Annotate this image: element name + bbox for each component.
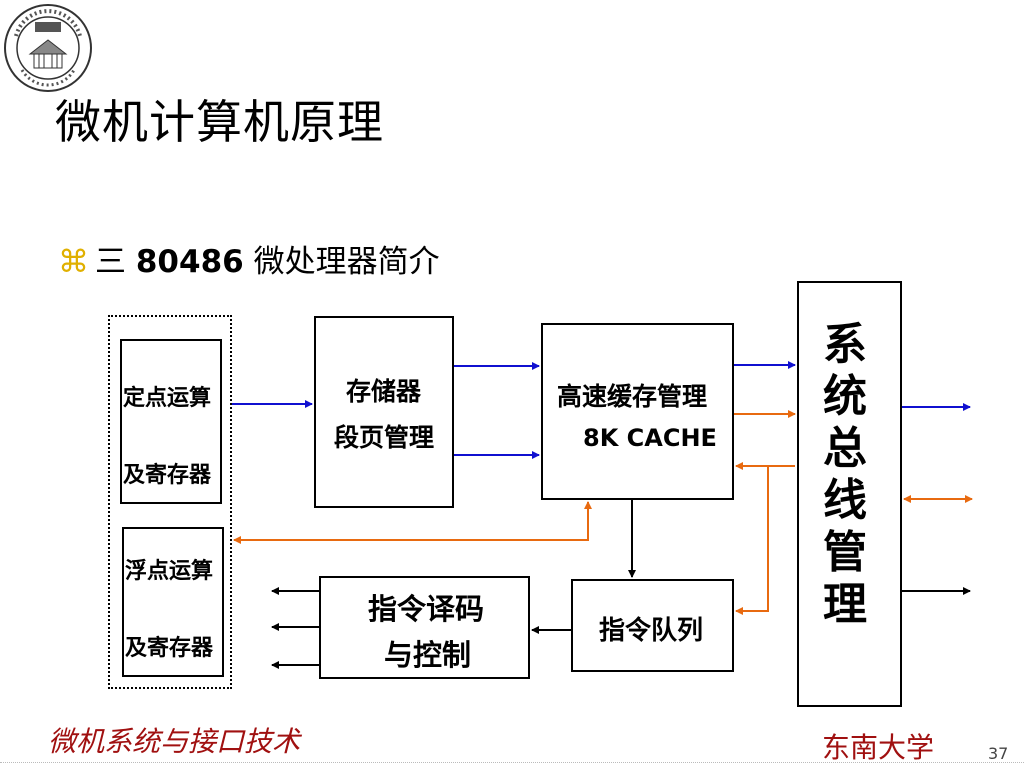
decoder-label-line1: 指令译码 xyxy=(368,592,485,626)
page-title: 微机计算机原理 xyxy=(55,95,384,149)
command-bullet-icon: ⌘ xyxy=(58,244,89,280)
bus-char-4: 线 xyxy=(823,475,867,526)
bus-char-2: 统 xyxy=(823,371,867,422)
arrow-float-to-cache-orange xyxy=(234,501,592,541)
execution-unit-group xyxy=(108,315,232,689)
memory-label-line1: 存储器 xyxy=(346,377,422,406)
cache-label-line2: 8K CACHE xyxy=(583,424,717,452)
page-number: 37 xyxy=(988,744,1009,763)
bullet-number: 80486 xyxy=(135,244,244,280)
float-point-box xyxy=(122,527,224,677)
bus-char-3: 总 xyxy=(823,423,867,474)
cache-management-box xyxy=(541,323,734,500)
memory-management-box xyxy=(314,316,454,508)
fixed-point-label-line2: 及寄存器 xyxy=(123,463,212,488)
decoder-label-line2: 与控制 xyxy=(384,638,472,672)
float-point-label-line1: 浮点运算 xyxy=(125,559,214,584)
instruction-queue-box xyxy=(571,579,734,672)
footer-divider xyxy=(0,762,1024,763)
bullet-line: ⌘三 80486 微处理器简介 xyxy=(58,236,440,281)
university-seal-logo xyxy=(4,4,92,92)
fixed-point-box xyxy=(120,339,222,504)
memory-label-line2: 段页管理 xyxy=(334,423,435,452)
instruction-decoder-box xyxy=(319,576,530,679)
footer-course-title: 微机系统与接口技术 xyxy=(48,725,301,758)
bullet-text: 微处理器简介 xyxy=(253,244,440,280)
bus-char-1: 系 xyxy=(823,319,867,370)
cache-label-line1: 高速缓存管理 xyxy=(557,382,708,411)
footer-university: 东南大学 xyxy=(822,731,935,764)
arrow-bus-to-queue-orange xyxy=(735,466,769,615)
bus-char-5: 管 xyxy=(823,527,867,578)
fixed-point-label-line1: 定点运算 xyxy=(123,386,212,411)
system-bus-box xyxy=(797,281,902,707)
bus-char-6: 理 xyxy=(823,579,867,630)
float-point-label-line2: 及寄存器 xyxy=(125,636,214,661)
bullet-prefix: 三 xyxy=(95,244,126,280)
queue-label: 指令队列 xyxy=(599,616,704,646)
